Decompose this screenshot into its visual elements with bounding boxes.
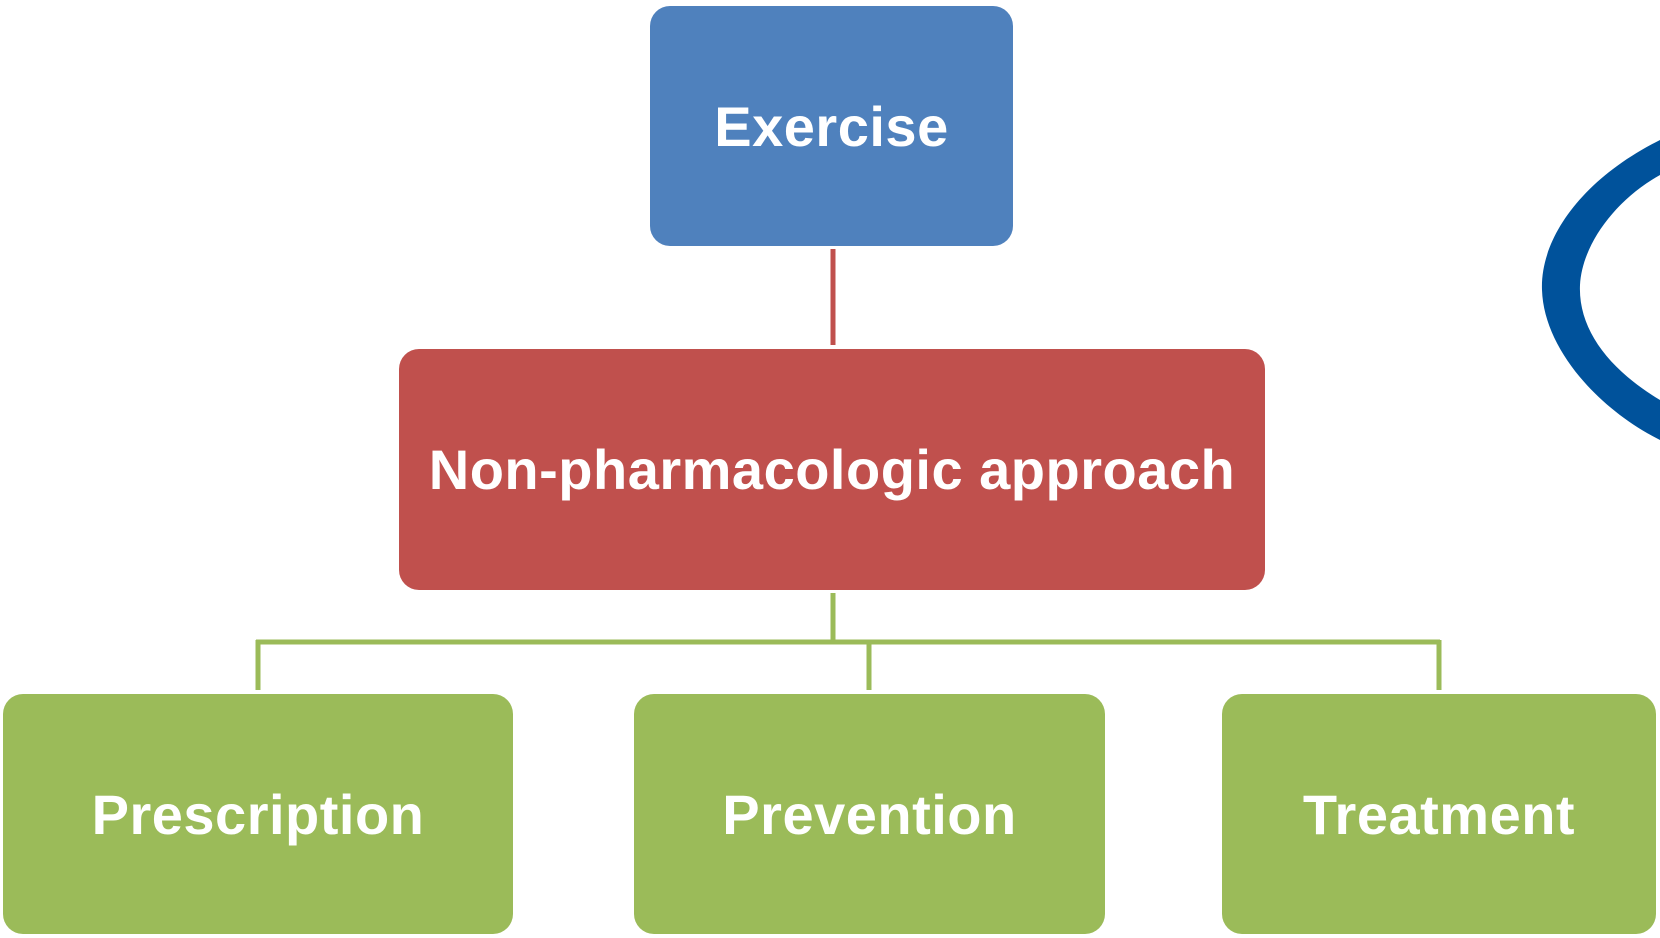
logo-arc-crescent — [1541, 140, 1660, 440]
node-approach-label: Non-pharmacologic approach — [428, 438, 1236, 501]
node-exercise-label: Exercise — [714, 94, 949, 158]
node-exercise: Exercise — [650, 6, 1013, 246]
node-treatment: Treatment — [1222, 694, 1656, 934]
node-treatment-label: Treatment — [1302, 782, 1576, 846]
node-prescription: Prescription — [3, 694, 513, 934]
node-prescription-label: Prescription — [91, 782, 425, 846]
node-prevention-label: Prevention — [722, 782, 1017, 846]
node-prevention: Prevention — [634, 694, 1105, 934]
node-non-pharmacologic-approach: Non-pharmacologic approach — [399, 349, 1265, 590]
